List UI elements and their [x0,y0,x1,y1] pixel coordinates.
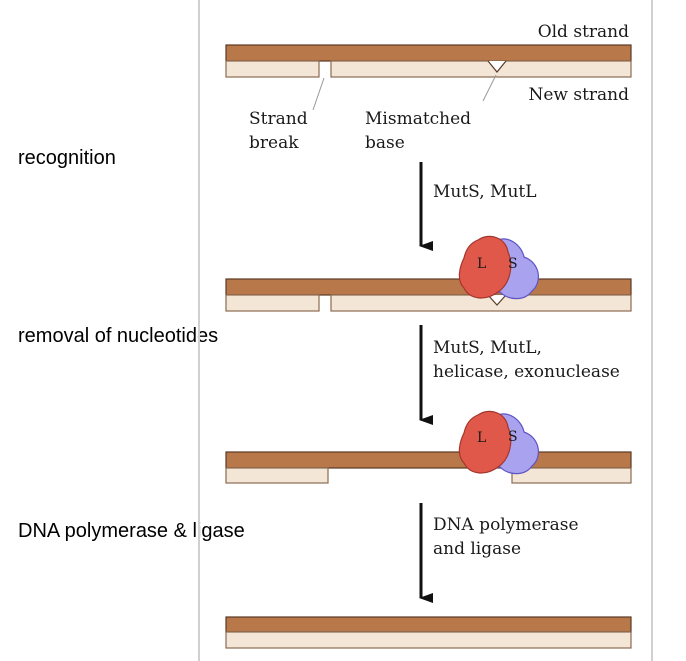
muts-letter-1: S [508,256,518,272]
old-strand-3 [225,451,632,469]
mismatched-base-label-1: Mismatched [365,109,471,129]
mutl-letter-2: L [477,430,486,446]
muts-letter-2: S [508,429,518,445]
mismatched-base-notch-1 [487,60,507,73]
mismatch-leader-line [482,74,497,102]
strand-break-label-2: break [249,133,299,153]
removal-label: removal of nucleotides [18,325,219,347]
new-strand-label: New strand [528,85,629,105]
new-strand-2a [225,294,320,312]
mutl-protein-2 [458,410,512,474]
old-strand-4 [225,616,632,633]
old-strand-2 [225,278,632,296]
step1-label: MutS, MutL [433,182,537,202]
old-strand-1 [225,44,632,62]
mismatched-base-notch-2 [487,294,507,306]
new-strand-4 [225,631,632,649]
mutl-letter-1: L [477,256,486,272]
break-leader-line [312,77,325,111]
dna-duplex-4 [225,616,632,649]
muts-mutl-complex-2: L S [458,410,539,475]
new-strand-1b [330,60,632,78]
old-strand-label: Old strand [538,22,629,42]
dna-duplex-1 [225,44,632,78]
dna-duplex-3 [225,451,632,484]
mismatched-base-label-2: base [365,133,405,153]
dna-duplex-2 [225,278,632,312]
muts-mutl-complex-1: L S [458,235,539,300]
recognition-label: recognition [18,147,116,169]
step3-label-2: and ligase [433,539,521,559]
new-strand-3b [511,467,632,484]
step2-label-1: MutS, MutL, [433,338,542,358]
polymerase-ligase-label: DNA polymerase & ligase [18,520,245,542]
strand-break-label-1: Strand [249,109,308,129]
new-strand-3a [225,467,329,484]
step3-label-1: DNA polymerase [433,515,579,535]
new-strand-1a [225,60,320,78]
mutl-protein-1 [458,235,512,299]
step2-label-2: helicase, exonuclease [433,362,620,382]
